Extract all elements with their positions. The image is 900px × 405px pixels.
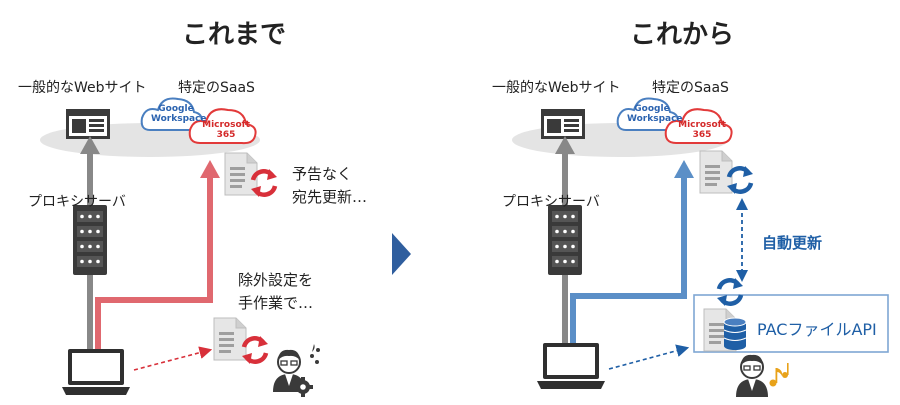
left-gray-arrowhead — [80, 136, 100, 154]
music-note-icon — [769, 363, 789, 387]
left-proxy-label: プロキシサーバ — [28, 194, 126, 210]
right-proxy-label: プロキシサーバ — [502, 194, 600, 210]
right-google-line2: Workspace — [627, 114, 683, 124]
right-server-icon — [548, 205, 582, 275]
pac-api-label: PACファイルAPI — [757, 320, 877, 339]
left-saas-label: 特定のSaaS — [178, 80, 255, 96]
left-document-icon-2 — [213, 317, 247, 361]
left-note-top: 予告なく 宛先更新… — [292, 163, 367, 209]
right-laptop-icon — [537, 343, 605, 389]
right-ms-line1: Microsoft — [678, 120, 726, 130]
left-note-bottom-line1: 除外設定を — [238, 271, 314, 289]
right-refresh-icon-2 — [717, 278, 743, 306]
left-browser-window-icon — [66, 109, 110, 139]
right-saas-label: 特定のSaaS — [652, 80, 729, 96]
database-icon — [723, 317, 747, 350]
right-blue-arrowhead — [674, 160, 694, 178]
sweat-drops-icon — [310, 344, 320, 364]
right-ms-cloud-text: Microsoft 365 — [677, 120, 727, 140]
left-red-route — [95, 176, 213, 350]
left-ms-cloud-text: Microsoft 365 — [201, 120, 251, 140]
left-google-line1: Google — [158, 104, 194, 114]
right-document-icon — [699, 150, 733, 194]
auto-update-label: 自動更新 — [762, 234, 823, 252]
left-red-arrowhead — [200, 160, 220, 178]
left-server-icon — [73, 205, 107, 275]
left-microsoft-cloud-icon — [188, 108, 257, 145]
right-microsoft-cloud-icon — [664, 108, 733, 145]
left-note-bottom-line2: 手作業で… — [238, 294, 314, 312]
left-ms-line2: 365 — [216, 130, 236, 140]
play-triangle-icon — [392, 233, 411, 275]
right-title: これから — [630, 20, 735, 50]
left-ms-line1: Microsoft — [202, 120, 250, 130]
right-ms-line2: 365 — [692, 130, 712, 140]
right-google-cloud-text: Google Workspace — [627, 104, 683, 124]
right-person-icon — [735, 353, 769, 398]
right-browser-window-icon — [541, 109, 585, 139]
left-web-label: 一般的なWebサイト — [18, 80, 147, 96]
right-google-line1: Google — [634, 104, 670, 114]
left-google-cloud-text: Google Workspace — [151, 104, 207, 124]
left-laptop-icon — [62, 349, 130, 395]
right-blue-route — [570, 176, 687, 350]
left-note-bottom: 除外設定を 手作業で… — [238, 269, 313, 315]
left-title: これまで — [182, 20, 287, 50]
gear-icon — [293, 377, 313, 397]
left-note-top-line2: 宛先更新… — [292, 188, 368, 206]
right-web-label: 一般的なWebサイト — [492, 80, 621, 96]
left-google-line2: Workspace — [151, 114, 207, 124]
right-gray-arrowhead — [555, 136, 575, 154]
left-note-top-line1: 予告なく — [292, 165, 353, 183]
